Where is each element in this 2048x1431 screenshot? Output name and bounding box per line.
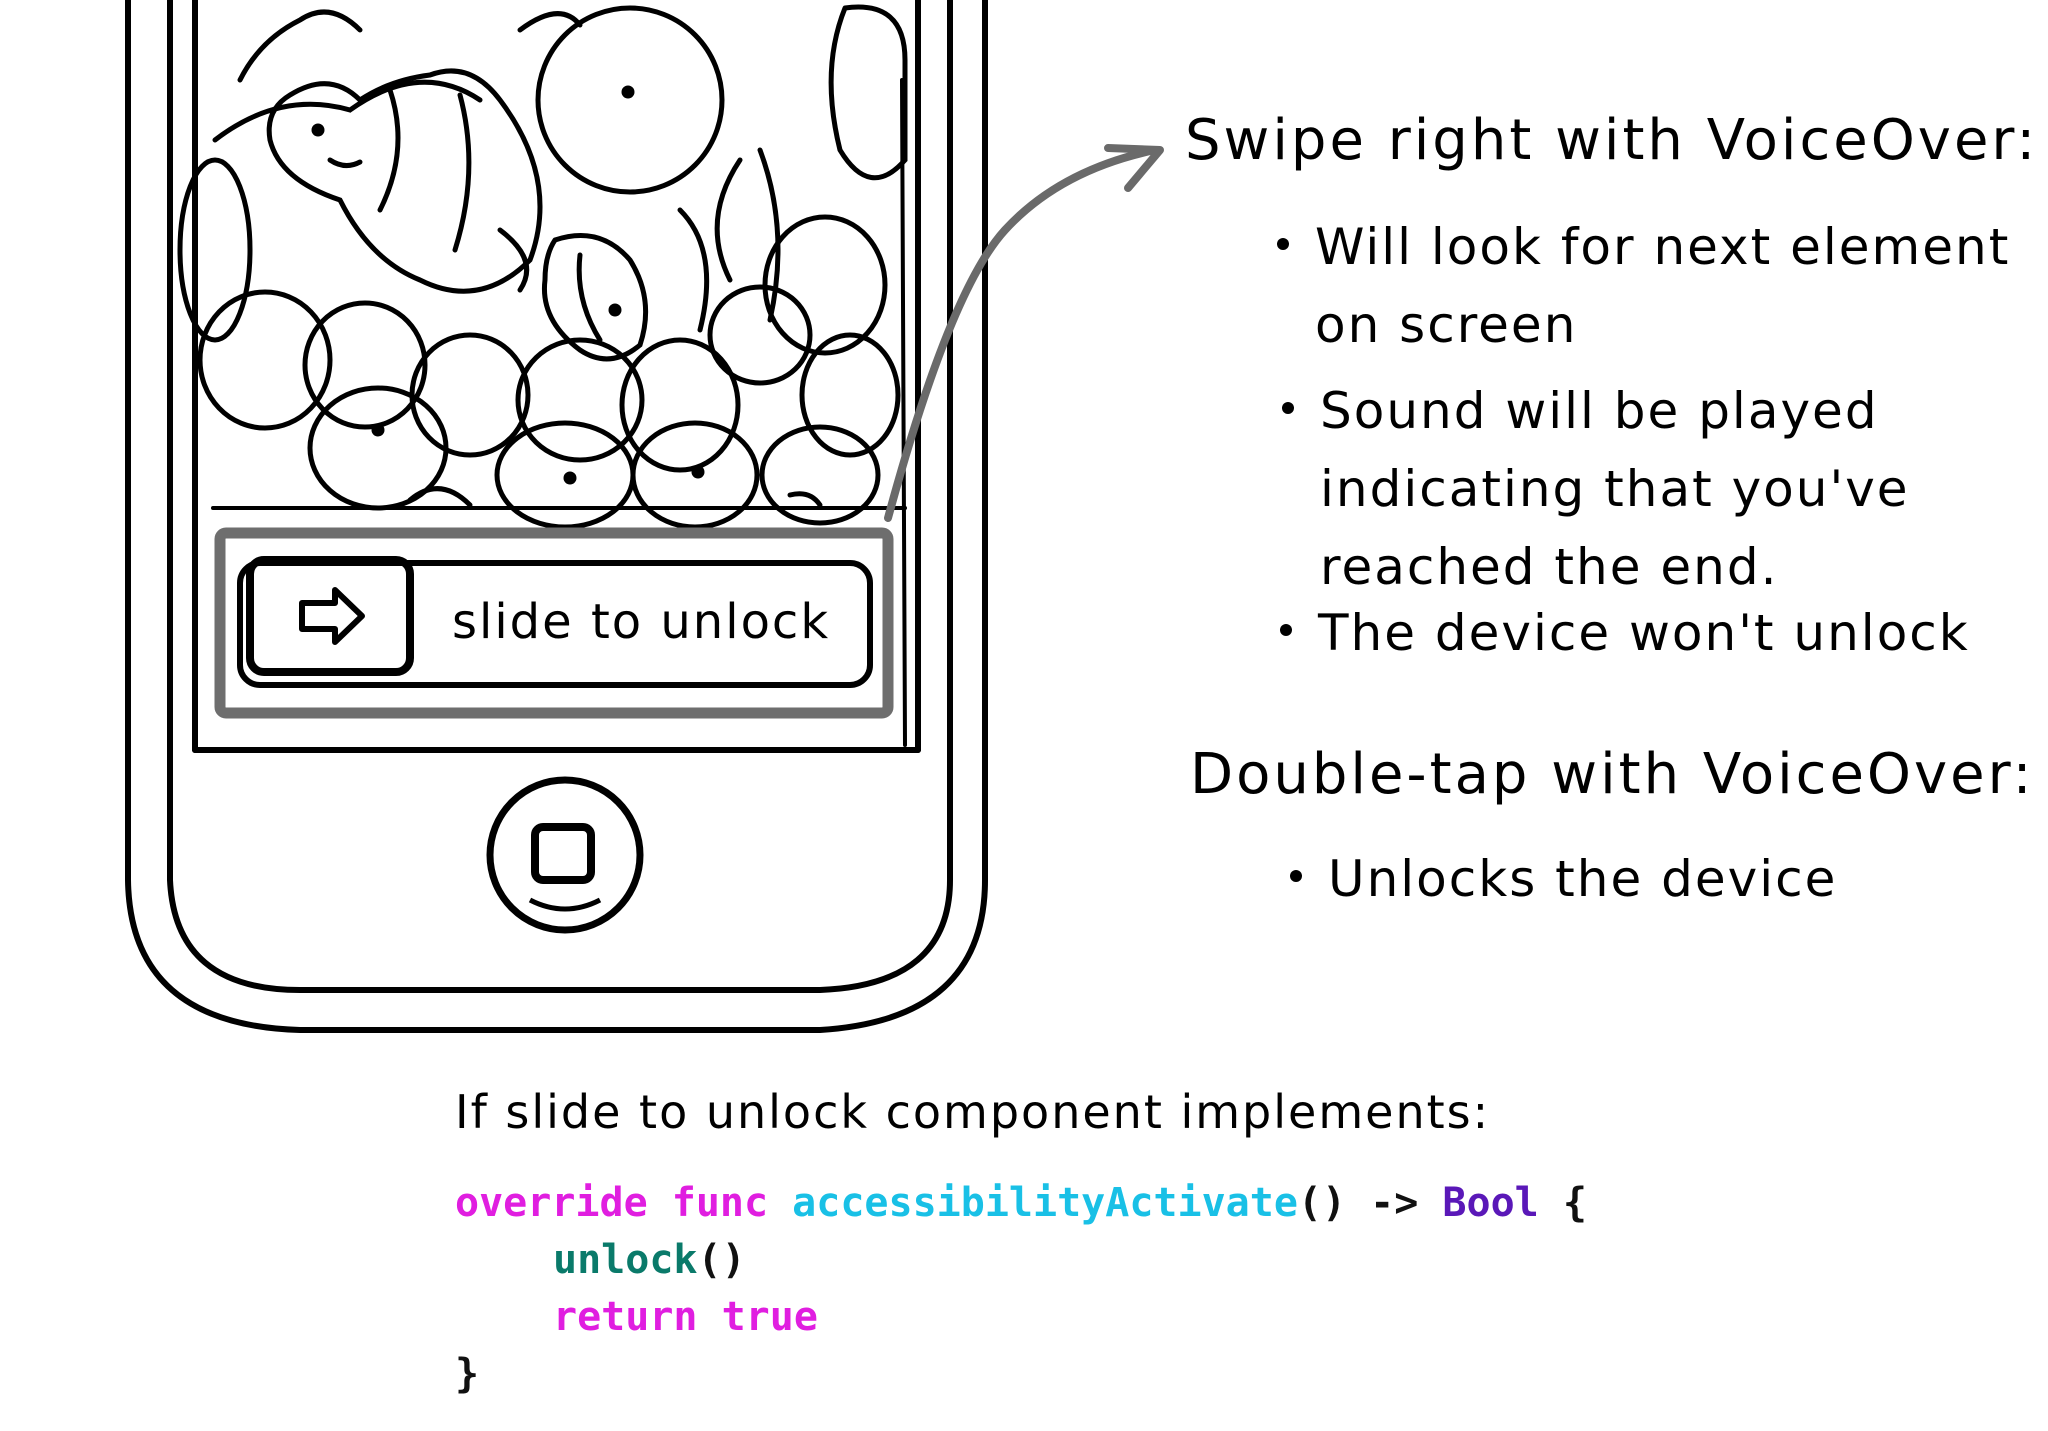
bullet-line: Unlocks the device	[1328, 850, 1838, 908]
code-return-type: Bool	[1442, 1180, 1539, 1226]
slider-focus-outline	[214, 527, 894, 719]
code-keyword: true	[721, 1294, 818, 1340]
doubletap-heading: Double-tap with VoiceOver:	[1190, 742, 2035, 807]
code-keyword: override	[455, 1180, 648, 1226]
pointer-arrow	[884, 144, 1164, 522]
code-method-name: accessibilityActivate	[792, 1180, 1298, 1226]
wallpaper-sketch	[177, 4, 908, 530]
bullet-dot	[1280, 624, 1292, 636]
phone-outline	[125, 0, 988, 1033]
bullet-line: indicating that you've	[1320, 460, 1910, 518]
slider-knob[interactable]	[246, 556, 414, 676]
swipe-heading: Swipe right with VoiceOver:	[1185, 108, 2039, 173]
code-line: return true	[455, 1289, 1587, 1346]
code-line: override func accessibilityActivate() ->…	[455, 1175, 1587, 1232]
swipe-bullet-2: Sound will be played indicating that you…	[1282, 372, 1910, 606]
code-punctuation: ()	[1297, 1180, 1347, 1226]
slider-label: slide to unlock	[452, 594, 830, 650]
doubletap-bullet-1: Unlocks the device	[1290, 840, 1838, 918]
code-line: unlock()	[455, 1232, 1587, 1289]
swipe-bullet-3: The device won't unlock	[1280, 594, 1970, 672]
code-line: }	[455, 1346, 1587, 1403]
slider-track	[237, 560, 873, 688]
home-button-icon[interactable]	[486, 776, 644, 934]
bullet-dot	[1277, 238, 1289, 250]
bullet-line: Will look for next element	[1315, 218, 2011, 276]
bullet-line: reached the end.	[1320, 538, 1779, 596]
code-call: unlock	[553, 1237, 698, 1283]
code-keyword: return	[553, 1294, 698, 1340]
code-punctuation: ()	[697, 1237, 746, 1283]
phone-screen	[192, 0, 921, 753]
code-arrow: ->	[1346, 1180, 1443, 1226]
bullet-dot	[1290, 870, 1302, 882]
code-snippet: override func accessibilityActivate() ->…	[455, 1175, 1587, 1403]
right-arrow-icon	[299, 587, 365, 645]
bullet-dot	[1282, 402, 1294, 414]
code-punctuation: {	[1538, 1180, 1587, 1226]
bullet-line: The device won't unlock	[1318, 604, 1970, 662]
code-punctuation: }	[455, 1351, 480, 1397]
code-intro-text: If slide to unlock component implements:	[455, 1085, 1491, 1139]
code-keyword: func	[671, 1180, 769, 1226]
bullet-line: Sound will be played	[1320, 382, 1879, 440]
bullet-line: on screen	[1315, 296, 1578, 354]
swipe-bullet-1: Will look for next element on screen	[1277, 208, 2011, 364]
